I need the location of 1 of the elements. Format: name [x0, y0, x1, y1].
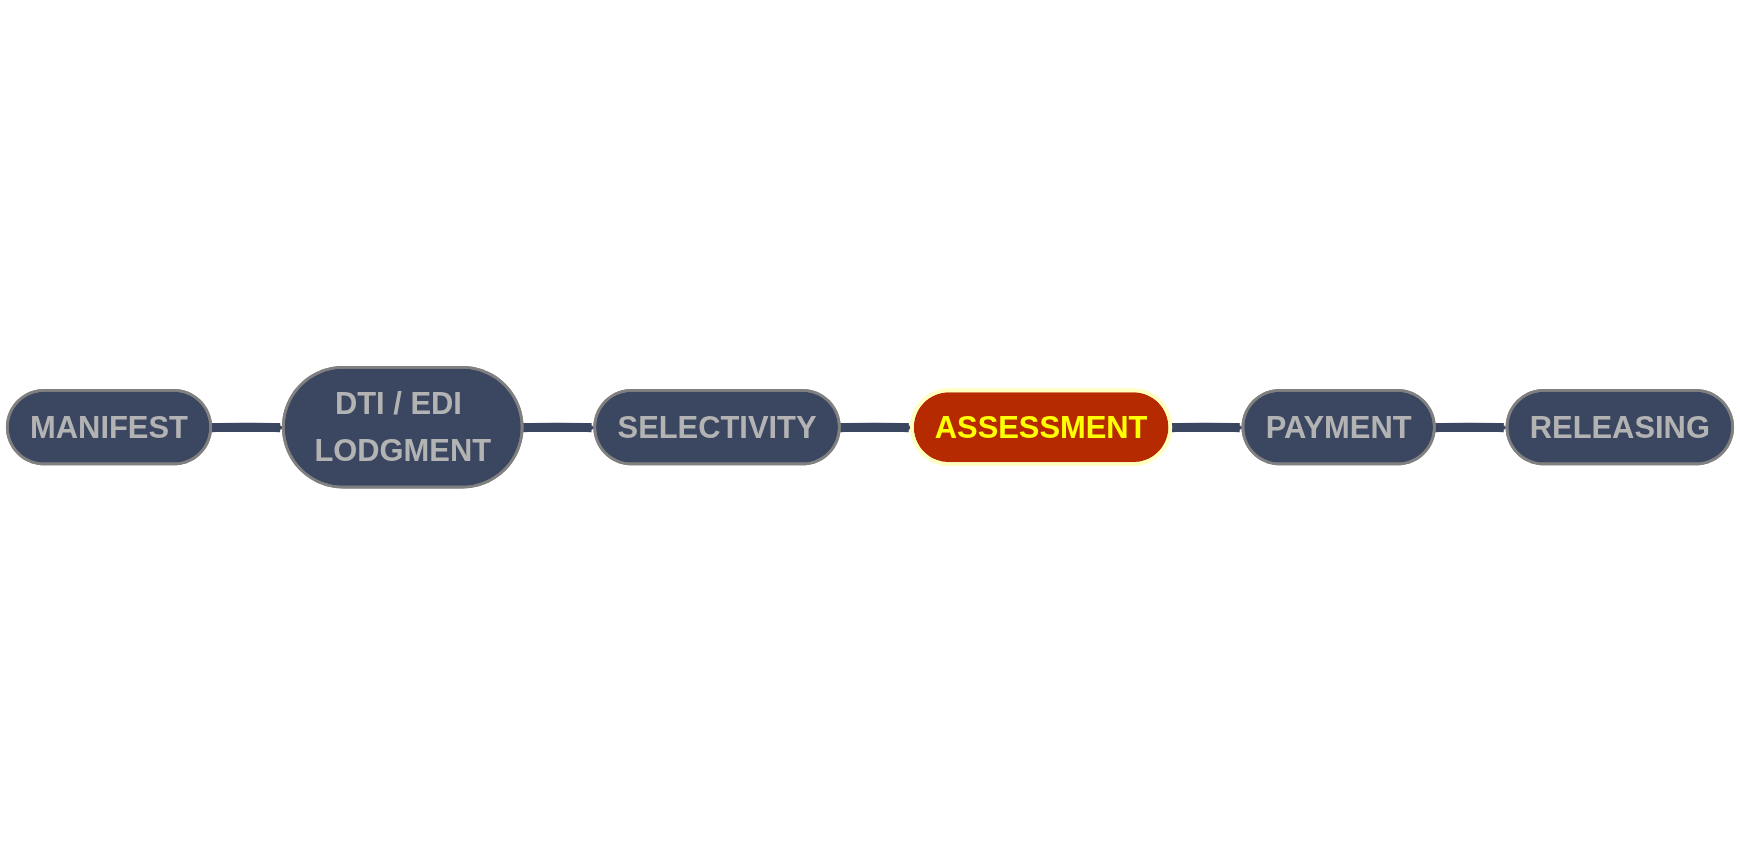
arrow	[1434, 423, 1508, 433]
